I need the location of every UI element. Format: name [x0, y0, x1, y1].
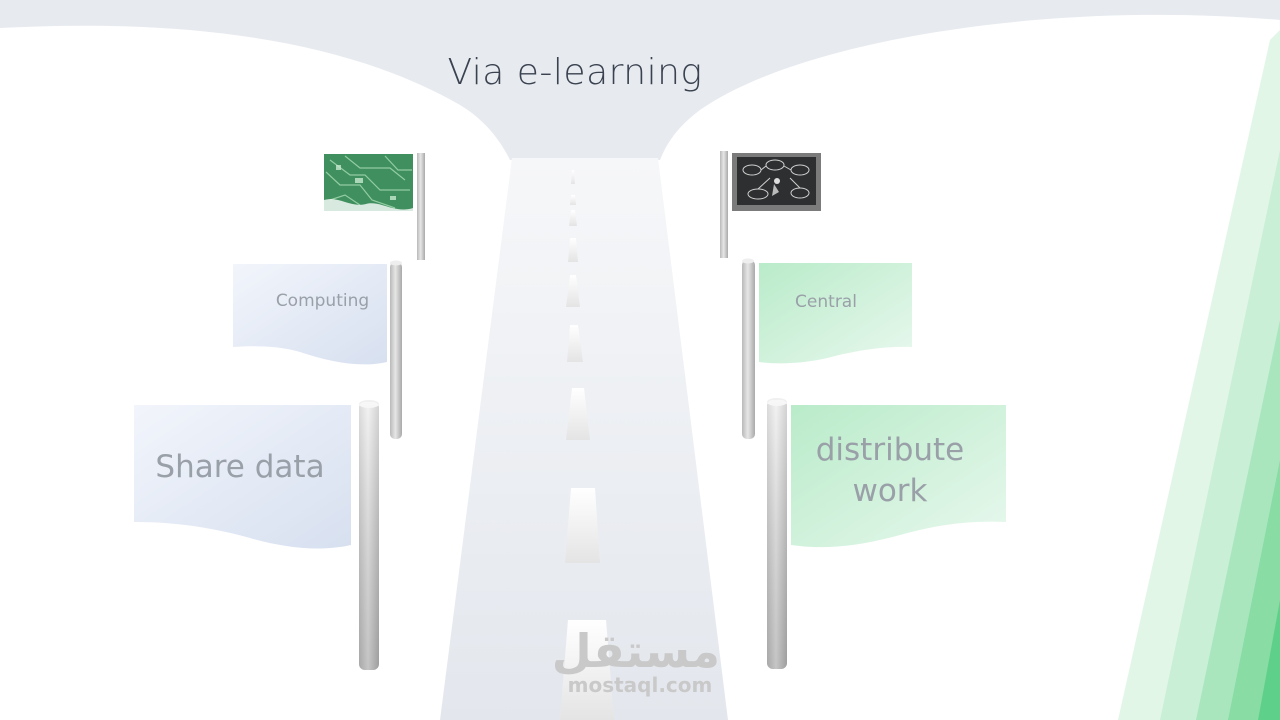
- left-medium-pole: [390, 260, 402, 439]
- flag-label-distribute-line1: distribute: [815, 432, 965, 468]
- flag-label-computing: Computing: [275, 291, 370, 311]
- right-medium-pole: [742, 258, 755, 439]
- left-small-pole: [417, 153, 425, 260]
- flag-label-share-data: Share data: [155, 449, 325, 485]
- watermark-latin: mostaql.com: [567, 673, 713, 697]
- circuit-board-photo: [324, 154, 413, 211]
- green-ribbons: [1118, 30, 1280, 720]
- left-large-pole: [359, 400, 379, 670]
- road-center-dashes: [560, 170, 614, 720]
- flag-label-central: Central: [795, 292, 857, 312]
- flag-computing-shape: [233, 264, 387, 365]
- watermark-arabic: مستقل: [551, 624, 720, 678]
- flag-distribute-work-shape: [791, 405, 1006, 548]
- slide-title: Via e-learning: [447, 52, 703, 93]
- right-large-pole: [767, 398, 787, 669]
- flag-label-distribute-work: distribute work: [795, 430, 985, 512]
- right-small-pole: [720, 151, 728, 258]
- horizon-band: [0, 0, 1280, 160]
- chalkboard-diagram-photo: [732, 153, 821, 211]
- flag-label-distribute-line2: work: [852, 473, 928, 509]
- watermark: مستقل mostaql.com: [551, 624, 720, 697]
- flag-share-data-shape: [134, 405, 351, 549]
- flag-central-shape: [759, 263, 912, 364]
